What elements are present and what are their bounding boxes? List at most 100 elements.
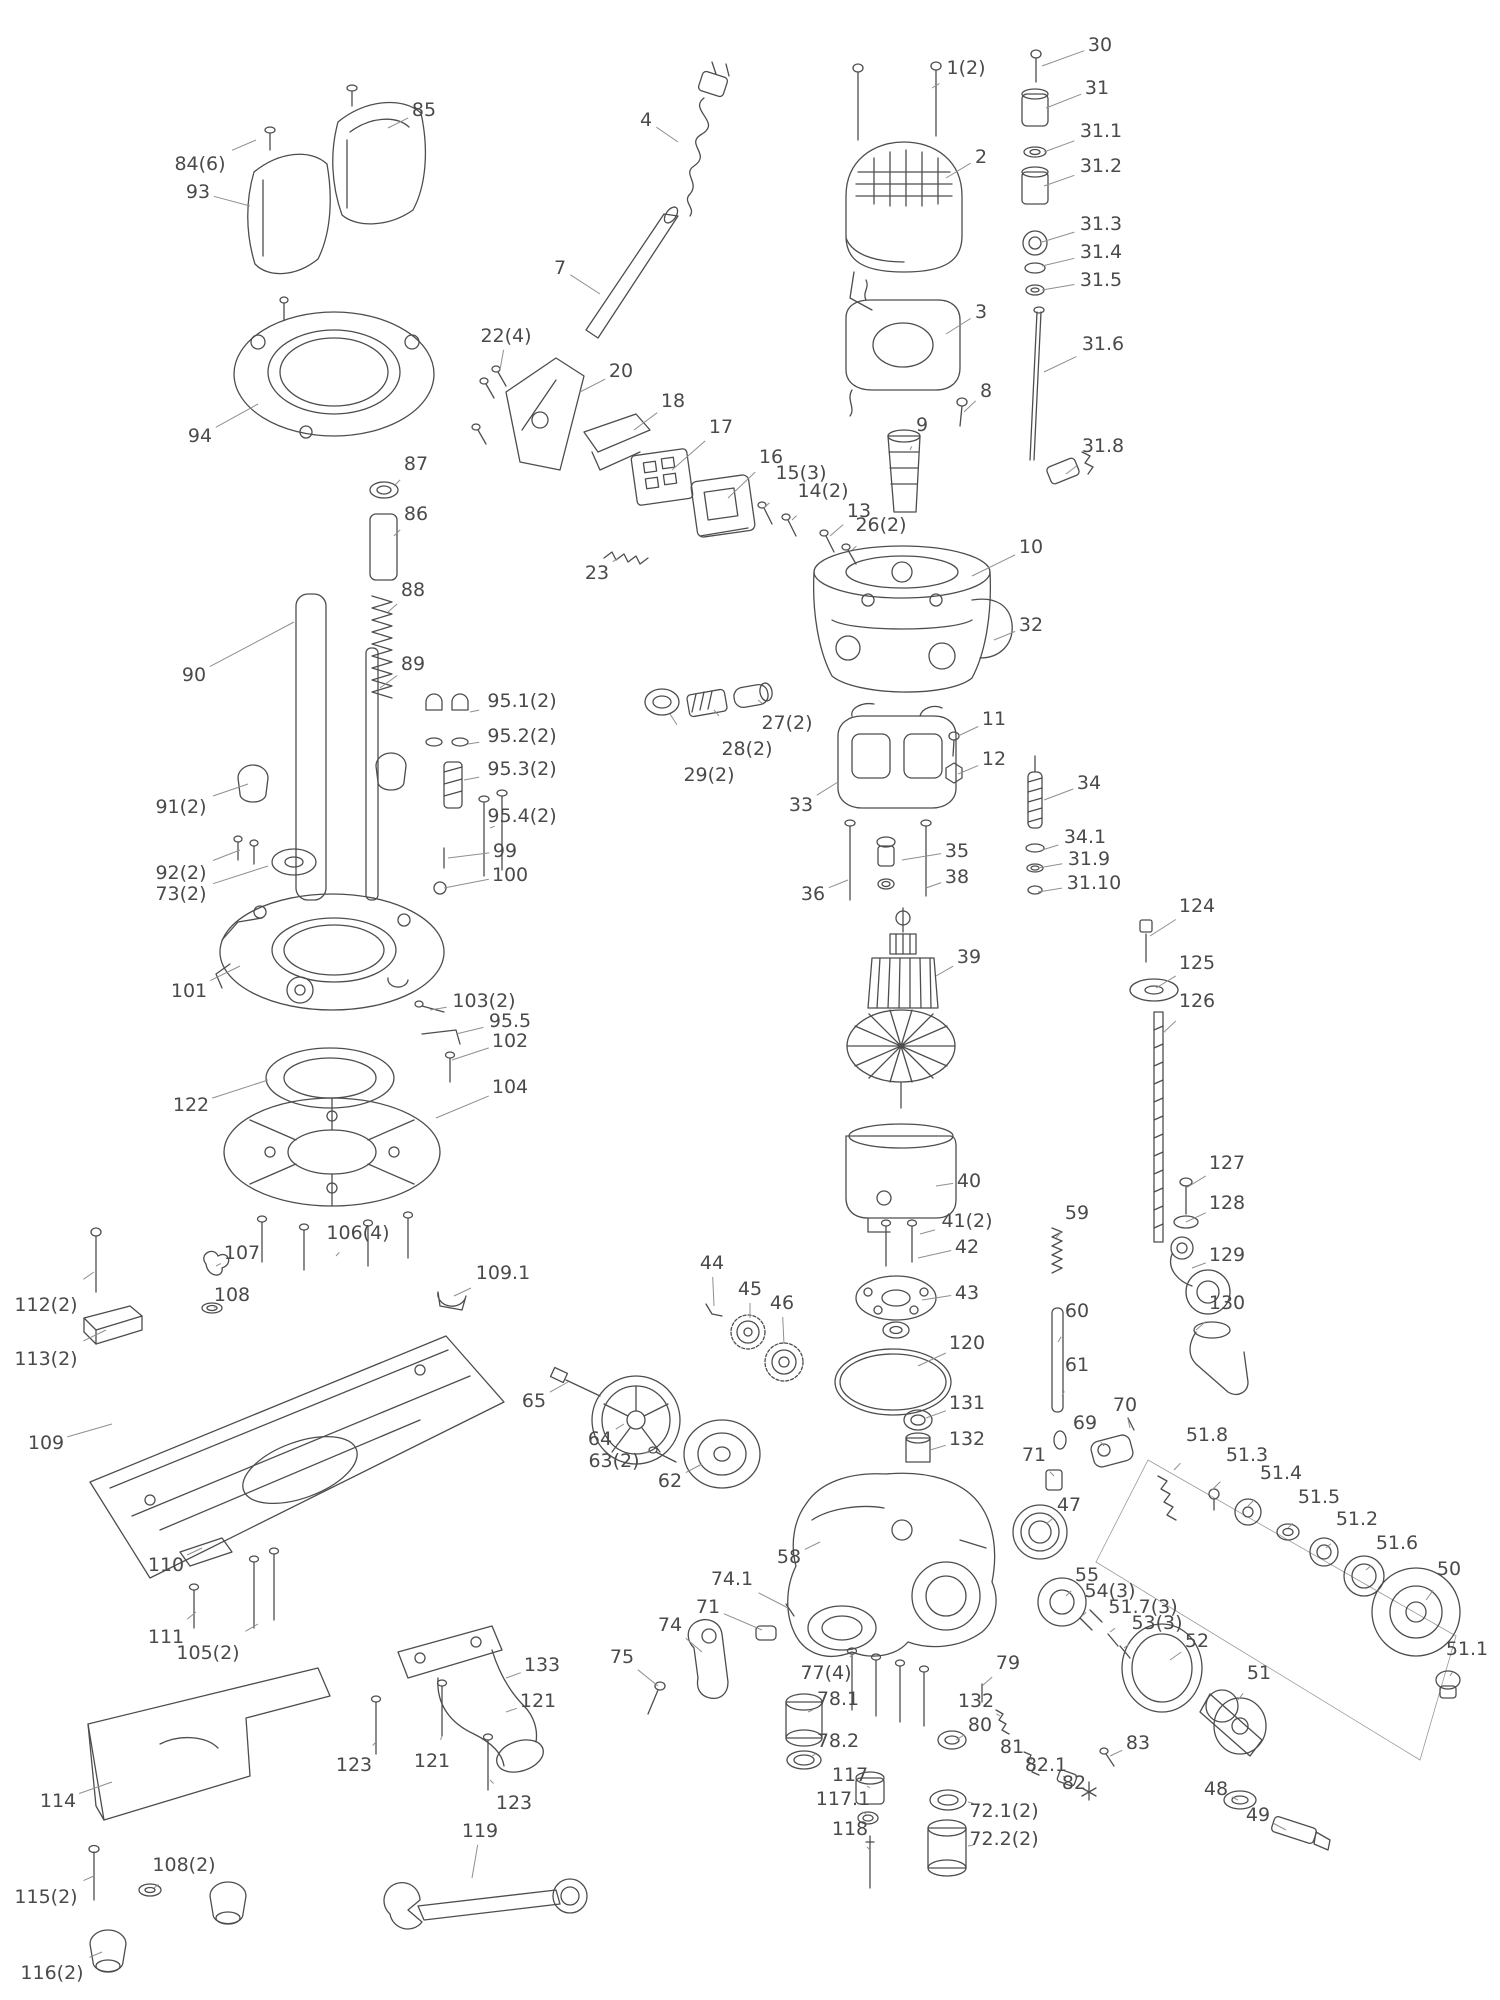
part-number-label: 79 xyxy=(996,1652,1020,1674)
part-number-label: 44 xyxy=(700,1252,724,1274)
part-number-label: 75 xyxy=(610,1646,634,1668)
leader-line xyxy=(379,675,398,689)
part-number-label: 31.8 xyxy=(1082,435,1124,457)
leader-line xyxy=(1195,1321,1207,1331)
leader-line xyxy=(89,1951,103,1958)
part-number-label: 92(2) xyxy=(155,862,206,884)
leader-line xyxy=(440,1735,443,1740)
leader-line xyxy=(1037,887,1063,893)
part-bracket-screws xyxy=(471,365,507,445)
leader-line xyxy=(921,1295,952,1301)
part-number-label: 132 xyxy=(958,1690,994,1712)
leader-line xyxy=(499,349,505,371)
part-bottom-fasteners xyxy=(88,1844,247,1973)
leader-line xyxy=(1037,863,1063,869)
leader-line xyxy=(935,1182,954,1187)
part-number-label: 117.1 xyxy=(816,1788,870,1810)
part-number-label: 109 xyxy=(28,1432,64,1454)
part-number-label: 39 xyxy=(957,946,981,968)
part-number-label: 102 xyxy=(492,1030,528,1052)
part-number-label: 116(2) xyxy=(20,1962,83,1984)
part-through-bolts xyxy=(844,819,932,901)
part-insulator-boot xyxy=(887,429,921,513)
part-screw-11-nut-12 xyxy=(945,731,963,784)
part-guard-cover-left xyxy=(247,126,331,275)
leader-line xyxy=(1247,1499,1255,1507)
leader-line xyxy=(1065,1590,1072,1597)
part-number-label: 123 xyxy=(336,1754,372,1776)
part-number-label: 129 xyxy=(1209,1244,1245,1266)
leader-line xyxy=(579,378,606,393)
part-bearing-47 xyxy=(1012,1504,1068,1560)
leader-line xyxy=(505,1707,517,1713)
part-switch-plate xyxy=(583,413,651,471)
part-guide-lines xyxy=(1095,1459,1457,1761)
part-number-label: 118 xyxy=(832,1818,868,1840)
part-number-label: 31.6 xyxy=(1082,333,1124,355)
part-number-label: 33 xyxy=(789,794,813,816)
leader-line xyxy=(723,1613,763,1631)
part-latch xyxy=(1045,1417,1135,1491)
part-number-label: 7 xyxy=(554,257,566,279)
part-collet-parts xyxy=(927,1789,967,1877)
part-number-label: 70 xyxy=(1113,1394,1137,1416)
part-number-label: 100 xyxy=(492,864,528,886)
part-wrench xyxy=(383,1878,588,1930)
part-number-label: 3 xyxy=(975,301,987,323)
leader-line xyxy=(1043,140,1075,153)
part-number-label: 31.1 xyxy=(1080,120,1122,142)
part-number-label: 14(2) xyxy=(797,480,848,502)
part-spring-59 xyxy=(1051,1227,1063,1274)
part-number-label: 29(2) xyxy=(683,764,734,786)
leader-line xyxy=(447,852,490,859)
part-number-label: 117 xyxy=(832,1764,868,1786)
leader-line xyxy=(387,603,398,613)
leader-line xyxy=(335,1252,340,1257)
part-number-label: 121 xyxy=(520,1690,556,1712)
leader-line xyxy=(1191,1262,1206,1269)
leader-line xyxy=(393,529,401,537)
leader-line xyxy=(1173,1462,1181,1471)
leader-line xyxy=(866,1785,871,1789)
leader-line xyxy=(1062,1775,1067,1779)
leader-line xyxy=(1273,1823,1287,1831)
part-number-label: 52 xyxy=(1185,1630,1209,1652)
leader-line xyxy=(633,412,658,431)
part-number-label: 94 xyxy=(188,425,212,447)
part-number-label: 8 xyxy=(980,380,992,402)
leader-line xyxy=(1425,1590,1434,1601)
leader-line xyxy=(213,1305,217,1309)
part-number-label: 16 xyxy=(759,446,783,468)
part-number-label: 43 xyxy=(955,1282,979,1304)
part-number-label: 121 xyxy=(414,1750,450,1772)
leader-line xyxy=(1100,1441,1105,1447)
leader-line xyxy=(1085,1791,1089,1795)
leader-line xyxy=(967,1801,974,1804)
part-spring-23 xyxy=(603,551,649,565)
leader-line xyxy=(1041,257,1075,267)
part-knobs-91 xyxy=(237,752,407,803)
leader-line xyxy=(957,726,979,737)
part-number-label: 108(2) xyxy=(152,1854,215,1876)
part-95-cluster xyxy=(425,693,508,895)
part-number-label: 73(2) xyxy=(155,883,206,905)
part-lower-housing xyxy=(787,1472,997,1657)
part-number-label: 78.1 xyxy=(817,1688,859,1710)
part-armature xyxy=(846,907,956,1109)
part-number-label: 47 xyxy=(1057,1494,1081,1516)
leader-line xyxy=(489,1779,494,1784)
leader-line xyxy=(925,882,942,889)
part-number-label: 131 xyxy=(949,1392,985,1414)
leader-line xyxy=(453,1287,472,1297)
part-number-label: 111 xyxy=(148,1626,184,1648)
part-number-label: 51.8 xyxy=(1186,1424,1228,1446)
leader-line xyxy=(791,515,797,521)
part-number-label: 78.2 xyxy=(817,1730,859,1752)
part-number-label: 36 xyxy=(801,883,825,905)
leader-line xyxy=(1045,93,1082,109)
leader-line xyxy=(1155,975,1177,989)
part-number-label: 4 xyxy=(640,109,652,131)
part-cap-screws xyxy=(852,61,942,141)
leader-line xyxy=(186,1611,197,1620)
leader-line xyxy=(67,1423,113,1438)
